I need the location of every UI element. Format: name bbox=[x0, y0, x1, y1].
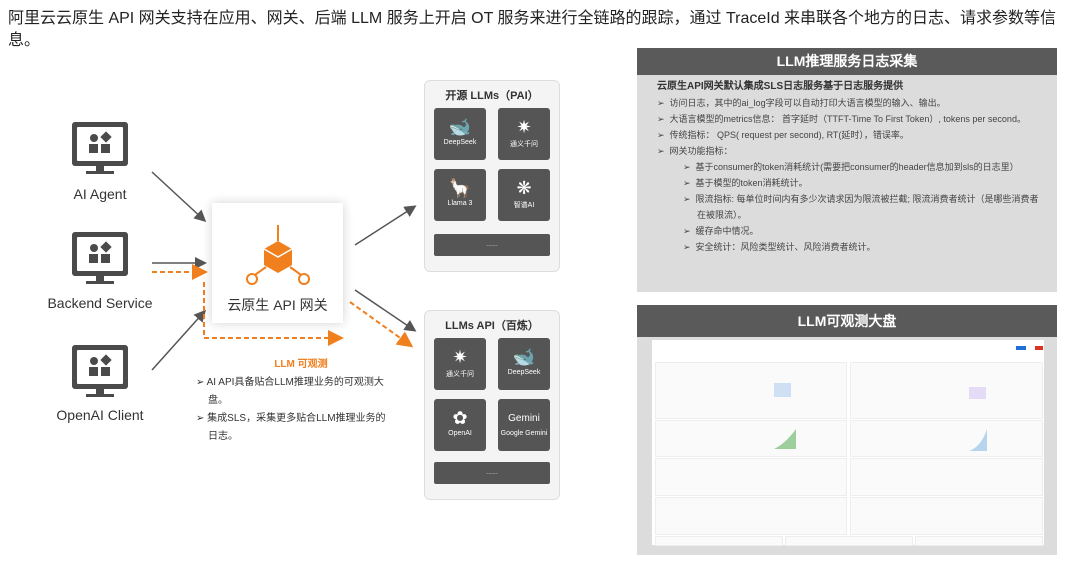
log-subitem: ➢ 基于模型的token消耗统计。 bbox=[683, 178, 808, 188]
model-tile-qwen[interactable]: ✷ 通义千问 bbox=[434, 338, 486, 390]
api-llms-box: LLMs API（百炼） ✷ 通义千问 🐋 DeepSeek ✿ OpenAI Gem… bbox=[424, 310, 560, 500]
flow-arrows bbox=[151, 171, 417, 371]
client-label: Backend Service bbox=[47, 295, 153, 311]
openai-icon: ✿ bbox=[452, 408, 468, 428]
dashboard-table-card bbox=[655, 497, 847, 535]
model-label: 通义千问 bbox=[446, 371, 474, 378]
dashboard-chart-card bbox=[850, 420, 1043, 457]
log-panel-header: LLM推理服务日志采集 bbox=[637, 48, 1057, 75]
model-label: OpenAI bbox=[448, 430, 472, 437]
llm-observability-notes: LLM 可观测 ➢ AI API具备贴合LLM推理业务的可观测大盘。 ➢ 集成S… bbox=[196, 356, 386, 446]
backend-monitor-icon bbox=[72, 232, 128, 284]
api-gateway: 云原生 API 网关 bbox=[212, 203, 343, 323]
log-subitem-text: 基于模型的token消耗统计。 bbox=[695, 178, 808, 188]
log-collection-panel: LLM推理服务日志采集 云原生API网关默认集成SLS日志服务基于日志服务提供 … bbox=[637, 48, 1057, 292]
log-item: ➢ 传统指标： QPS( request per second), RT(延时）… bbox=[657, 130, 909, 140]
api-llms-title: LLMs API（百炼） bbox=[445, 320, 539, 332]
observability-item-text: AI API具备贴合LLM推理业务的可观测大盘。 bbox=[206, 377, 384, 406]
model-label: DeepSeek bbox=[443, 139, 477, 146]
gateway-label: 云原生 API 网关 bbox=[227, 297, 328, 313]
dashboard-chart-card bbox=[655, 420, 847, 457]
more-models-button[interactable]: ...... bbox=[434, 234, 550, 256]
open-llms-title: 开源 LLMs（PAI） bbox=[445, 90, 539, 102]
client-label: OpenAI Client bbox=[56, 407, 144, 423]
log-subitem-text: 缓存命中情况。 bbox=[695, 226, 759, 236]
more-models-button[interactable]: ...... bbox=[434, 462, 550, 484]
ai-agent-monitor-icon bbox=[72, 122, 128, 174]
dashboard-panel-header: LLM可观测大盘 bbox=[637, 305, 1057, 337]
dashboard-chart-card bbox=[850, 497, 1043, 535]
dashboard-chart-card bbox=[655, 536, 783, 546]
log-item: ➢ 网关功能指标： bbox=[657, 146, 733, 156]
log-subitem: ➢ 基于consumer的token消耗统计(需要把consumer的heade… bbox=[683, 162, 1019, 172]
log-item-text: 传统指标： QPS( request per second), RT(延时），错… bbox=[669, 130, 909, 140]
whale-icon: 🐋 bbox=[512, 347, 536, 367]
zhipu-icon: ❋ bbox=[516, 178, 532, 198]
openai-monitor-icon bbox=[72, 345, 128, 397]
observability-title: LLM 可观测 bbox=[274, 359, 328, 370]
model-tile-openai[interactable]: ✿ OpenAI bbox=[434, 399, 486, 451]
dashboard-screenshot bbox=[652, 340, 1044, 546]
observability-item: ➢ AI API具备贴合LLM推理业务的可观测大盘。 bbox=[196, 377, 384, 406]
model-label: DeepSeek bbox=[507, 369, 541, 376]
log-item: ➢ 大语言模型的metrics信息： 首字延时（TTFT-Time To Fir… bbox=[657, 114, 1026, 124]
log-item-text: 大语言模型的metrics信息： 首字延时（TTFT-Time To First… bbox=[669, 114, 1026, 124]
observability-item: ➢ 集成SLS，采集更多贴合LLM推理业务的日志。 bbox=[196, 413, 386, 442]
log-subitem: ➢ 限流指标: 每单位时间内有多少次请求因为限流被拦截; 限流消费者统计（是哪些… bbox=[683, 194, 1039, 220]
model-label: Google Gemini bbox=[500, 430, 548, 437]
observability-item-text: 集成SLS，采集更多贴合LLM推理业务的日志。 bbox=[207, 413, 386, 442]
log-panel-subtitle: 云原生API网关默认集成SLS日志服务基于日志服务提供 bbox=[657, 81, 904, 92]
model-label: 智谱AI bbox=[513, 202, 535, 209]
model-label: 通义千问 bbox=[510, 141, 538, 148]
gemini-icon: Gemini bbox=[508, 413, 540, 424]
log-subitem-text: 基于consumer的token消耗统计(需要把consumer的header信… bbox=[695, 162, 1019, 172]
log-item-text: 访问日志，其中的ai_log字段可以自动打印大语言模型的输入、输出。 bbox=[669, 98, 946, 108]
dashboard-chart-card bbox=[850, 362, 1043, 419]
client-label: AI Agent bbox=[73, 186, 127, 202]
model-tile-qwen[interactable]: ✷ 通义千问 bbox=[498, 108, 550, 160]
log-subitem-text: 安全统计：风险类型统计、风险消费者统计。 bbox=[695, 242, 876, 252]
dashboard-chart-card bbox=[850, 458, 1043, 496]
log-subitem: ➢ 安全统计：风险类型统计、风险消费者统计。 bbox=[683, 242, 876, 252]
model-tile-llama[interactable]: 🦙 Llama 3 bbox=[434, 169, 486, 221]
log-subitem-text: 限流指标: 每单位时间内有多少次请求因为限流被拦截; 限流消费者统计（是哪些消费… bbox=[695, 194, 1039, 220]
log-subitem: ➢ 缓存命中情况。 bbox=[683, 226, 759, 236]
page-title: 阿里云云原生 API 网关支持在应用、网关、后端 LLM 服务上开启 OT 服务… bbox=[8, 10, 1057, 49]
dashboard-chart-card bbox=[655, 362, 847, 419]
dashboard-danger-button bbox=[1035, 346, 1043, 350]
log-item: ➢ 访问日志，其中的ai_log字段可以自动打印大语言模型的输入、输出。 bbox=[657, 98, 946, 108]
model-tile-zhipu[interactable]: ❋ 智谱AI bbox=[498, 169, 550, 221]
dashboard-chart-card bbox=[785, 536, 913, 546]
model-label: Llama 3 bbox=[447, 200, 473, 207]
qwen-icon: ✷ bbox=[516, 117, 532, 137]
dashboard-chart-card bbox=[655, 458, 847, 496]
dashboard-chart-card bbox=[915, 536, 1043, 546]
model-tile-deepseek[interactable]: 🐋 DeepSeek bbox=[498, 338, 550, 390]
whale-icon: 🐋 bbox=[448, 117, 472, 137]
qwen-icon: ✷ bbox=[452, 347, 468, 367]
log-item-text: 网关功能指标： bbox=[669, 146, 733, 156]
dashboard-primary-button bbox=[1016, 346, 1026, 350]
gateway-cube-icon bbox=[246, 225, 310, 285]
model-tile-deepseek[interactable]: 🐋 DeepSeek bbox=[434, 108, 486, 160]
llama-icon: 🦙 bbox=[448, 178, 472, 198]
open-llms-box: 开源 LLMs（PAI） 🐋 DeepSeek ✷ 通义千问 🦙 Llama 3 ❋ 智… bbox=[424, 80, 560, 272]
